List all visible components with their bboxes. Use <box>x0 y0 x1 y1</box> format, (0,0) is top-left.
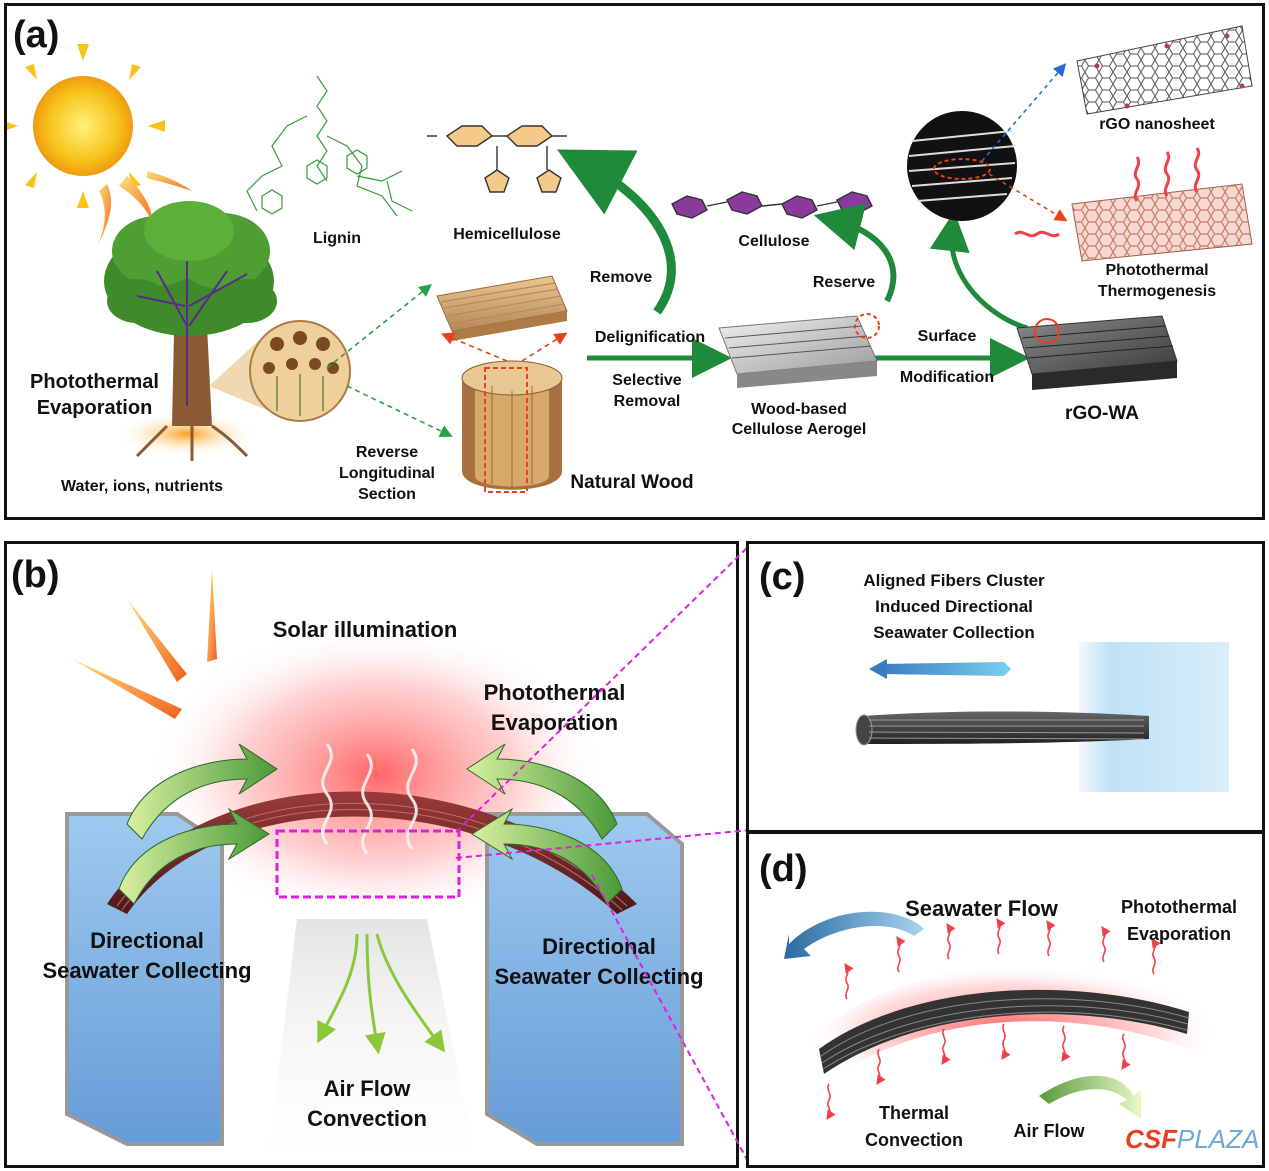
wood-cross-section-icon <box>209 320 351 422</box>
reserve-label: Reserve <box>812 274 876 291</box>
selection-box-icon <box>275 829 461 899</box>
thermal-convection-label: Thermal Convection <box>864 1103 963 1150</box>
panel-d-label: (d) <box>759 848 808 890</box>
b-evaporation-label: Photothermal Evaporation <box>483 680 626 735</box>
solar-label: Solar illumination <box>272 617 458 642</box>
rgo-nanosheet-label: rGO nanosheet <box>1099 116 1215 133</box>
cellulose-molecule-icon <box>671 191 873 219</box>
tree-icon <box>104 201 277 461</box>
roots-label: Water, ions, nutrients <box>60 478 224 495</box>
modification-label: Modification <box>899 369 995 386</box>
d-airflow-label: Air Flow <box>1013 1121 1085 1141</box>
air-flow-arrow-icon <box>1039 1075 1141 1119</box>
cellulose-aerogel-icon <box>718 313 880 388</box>
reserve-arrow-icon <box>813 203 897 303</box>
photothermal-sheet-icon <box>1014 147 1253 262</box>
remove-label: Remove <box>589 269 653 286</box>
surface-label: Surface <box>917 328 977 345</box>
nanosheet-arrow-icon <box>981 63 1067 162</box>
heat-rising-icon <box>1133 147 1201 202</box>
panel-d: (d) Seawater Flow Photothermal Evaporati… <box>746 831 1265 1168</box>
rgo-wa-block-icon <box>1016 315 1178 390</box>
collect-right-label: Directional Seawater Collecting <box>494 934 704 989</box>
section-arrow-down-icon <box>346 385 453 438</box>
watermark-part-b: PLAZA <box>1177 1124 1260 1154</box>
lignin-label: Lignin <box>313 230 361 247</box>
lignin-molecule-icon <box>246 75 413 217</box>
zoom-fiber-arrow-icon <box>929 211 1028 331</box>
flow-direction-arrow-icon <box>879 662 1011 676</box>
delignification-label: Delignification <box>594 329 706 346</box>
rgo-nanosheet-icon <box>1076 25 1253 115</box>
panel-c-label: (c) <box>759 556 806 598</box>
panel-a-artwork <box>7 25 1253 493</box>
d-evaporation-label: Photothermal Evaporation <box>1120 897 1237 944</box>
panel-a: (a) <box>4 3 1265 520</box>
cellulose-label: Cellulose <box>738 233 810 250</box>
remove-arrow-icon <box>557 149 676 315</box>
hemicellulose-label: Hemicellulose <box>453 226 561 243</box>
air-flow-arrows-icon <box>317 933 446 1055</box>
panel-d-artwork <box>784 911 1219 1120</box>
rgo-wa-label: rGO-WA <box>1065 403 1139 424</box>
reverse-section-label: Reverse Longitudinal Section <box>339 444 435 503</box>
seawater-flow-arrow-icon <box>784 911 924 959</box>
panel-a-label: (a) <box>13 14 60 56</box>
wood-slab-icon <box>436 275 568 341</box>
thermogenesis-label: Photothermal Thermogenesis <box>1097 262 1217 300</box>
sun-icon <box>7 44 165 208</box>
selective-removal-label: Selective Removal <box>612 372 682 410</box>
aerogel-label: Wood-based Cellulose Aerogel <box>731 401 867 438</box>
airflow-label: Air Flow Convection <box>307 1076 427 1131</box>
sunlight-rays-icon <box>97 171 192 246</box>
panel-c: (c) Aligned Fibers Cluster Induced Direc… <box>746 541 1265 833</box>
tree-label: Photothermal Evaporation <box>30 371 159 419</box>
zoom-arrow-right-icon <box>521 332 568 362</box>
thermogenesis-arrow-icon <box>988 173 1068 222</box>
panel-b: (b) Solar illumination Photothermal Evap… <box>4 541 739 1168</box>
watermark-part-a: CSF <box>1125 1124 1177 1154</box>
panel-c-artwork <box>855 642 1229 792</box>
natural-wood-log-icon <box>461 360 563 493</box>
natural-wood-label: Natural Wood <box>570 472 694 493</box>
heat-wave-arrows-icon <box>826 918 1161 1120</box>
steam-icon <box>321 743 418 855</box>
fiber-bundle-icon <box>819 989 1190 1074</box>
watermark-logo: CSFPLAZA <box>1125 1124 1259 1155</box>
sunlight-rays-icon <box>72 569 217 719</box>
zoom-arrow-left-icon <box>441 332 508 362</box>
section-arrow-up-icon <box>326 284 432 369</box>
fiber-cluster-icon <box>855 711 1149 746</box>
fiber-zoom-circle-icon <box>907 111 1017 221</box>
c-caption: Aligned Fibers Cluster Induced Direction… <box>863 571 1045 642</box>
left-water-container-icon <box>65 812 224 1146</box>
seawater-flow-label: Seawater Flow <box>905 896 1058 921</box>
collect-left-label: Directional Seawater Collecting <box>42 928 252 983</box>
hemicellulose-molecule-icon <box>427 125 567 193</box>
heat-input-wave-icon <box>1014 230 1060 238</box>
panel-b-label: (b) <box>11 554 60 596</box>
